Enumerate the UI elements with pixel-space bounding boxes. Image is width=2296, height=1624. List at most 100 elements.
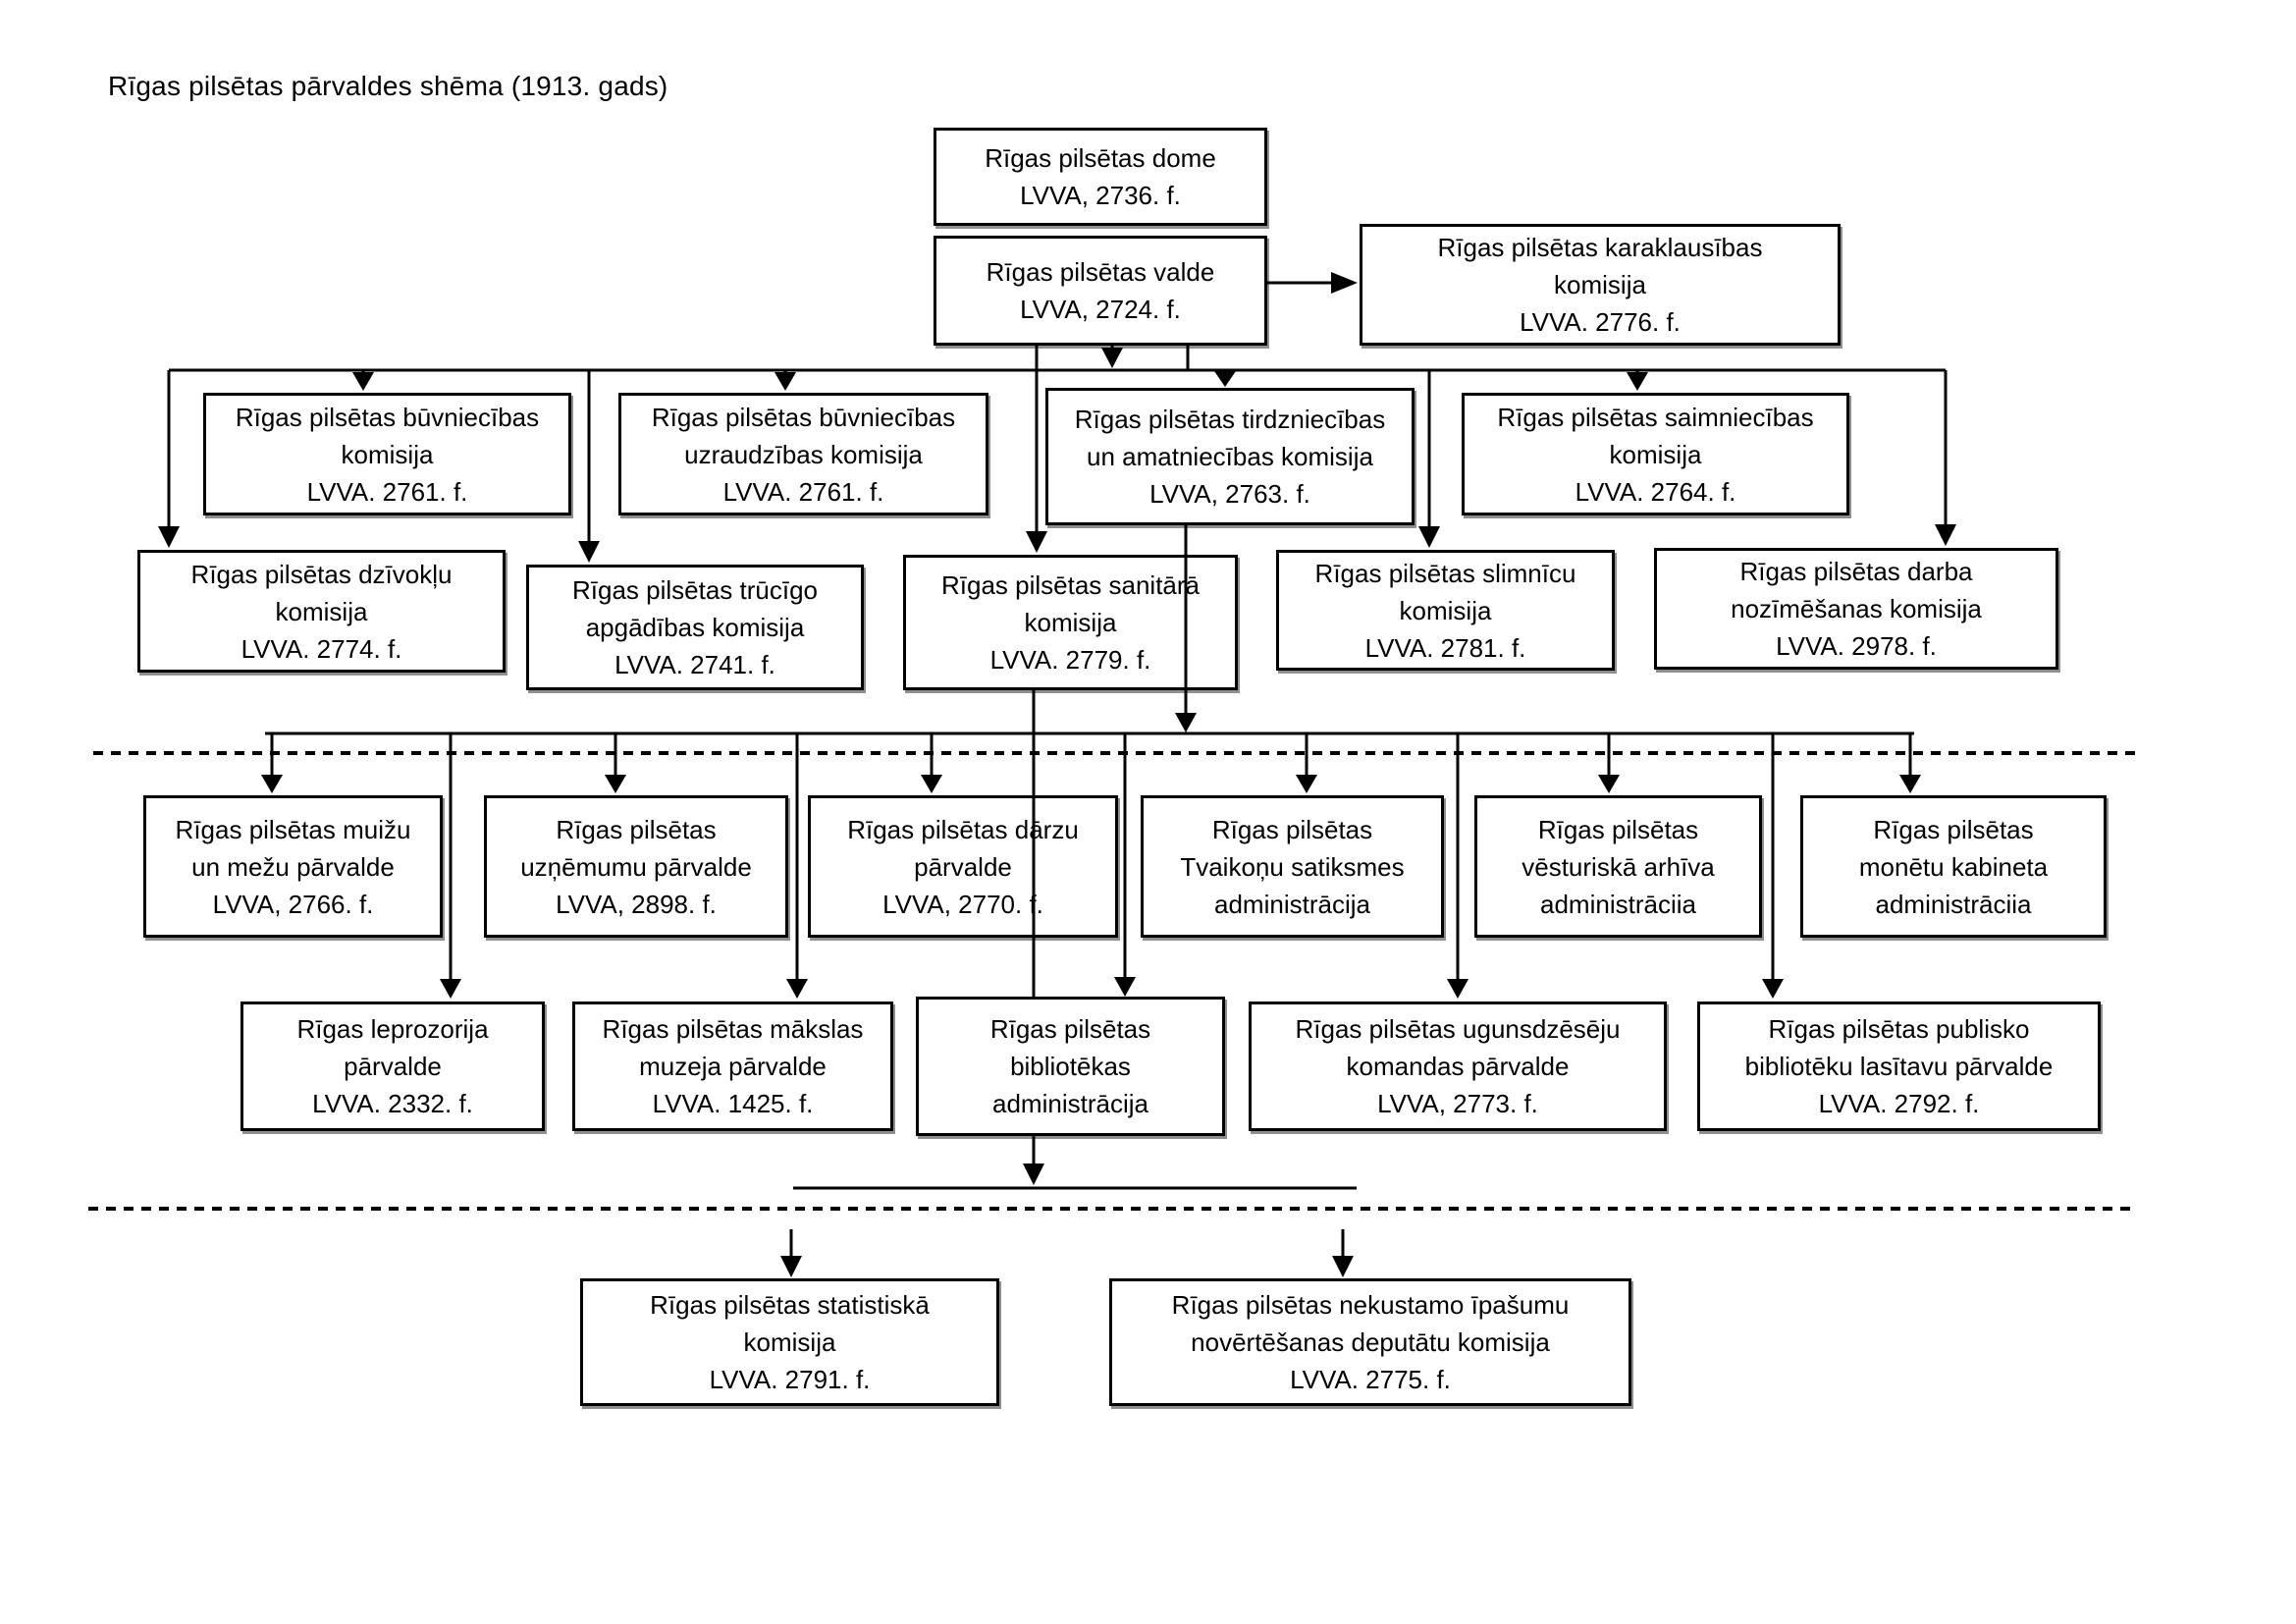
node-slimnicu: Rīgas pilsētas slimnīcu komisija LVVA. 2… [1276,550,1615,671]
node-vesturiska: Rīgas pilsētas vēsturiskā arhīva adminis… [1474,795,1762,938]
connector-hline1-to-trucigo [578,370,600,563]
node-uznemumu: Rīgas pilsētas uzņēmumu pārvalde LVVA, 2… [484,795,788,938]
node-statistiska-line1: Rīgas pilsētas statistiskā [650,1290,930,1320]
node-dome: Rīgas pilsētas dome LVVA, 2736. f. [934,128,1267,226]
node-vesturiska-line1: Rīgas pilsētas [1537,814,1699,844]
node-ugunsdzeseju-line2: komandas pārvalde [1346,1052,1570,1081]
node-buvniecibas: Rīgas pilsētas būvniecības komisija LVVA… [203,393,571,515]
connector-hline2-to-publisko [1762,733,1784,999]
connector-valde-to-sanitara [1026,346,1047,553]
node-sanitara: Rīgas pilsētas sanitārā komisija LVVA. 2… [903,555,1238,690]
node-valde-line2: LVVA, 2724. f. [1020,295,1181,324]
node-darzu-line2: pārvalde [914,851,1012,882]
node-tvaikonu: Rīgas pilsētas Tvaikoņu satiksmes admini… [1141,795,1444,938]
node-ugunsdzeseju: Rīgas pilsētas ugunsdzēsēju komandas pār… [1249,1001,1667,1131]
node-trucigo-line2: apgādības komisija [585,613,805,642]
node-ugunsdzeseju-line1: Rīgas pilsētas ugunsdzēsēju [1295,1014,1621,1044]
node-dome-line1: Rīgas pilsētas dome [985,143,1216,173]
node-trucigo: Rīgas pilsētas trūcīgo apgādības komisij… [526,565,864,690]
node-darzu-line3: LVVA, 2770. f. [882,889,1043,919]
node-karaklausibas-line3: LVVA. 2776. f. [1520,307,1681,337]
connector-hline2-to-muizu [261,733,283,793]
node-tvaikonu-line2: Tvaikoņu satiksmes [1180,851,1405,882]
node-dome-line2: LVVA, 2736. f. [1020,181,1181,210]
node-uzraudzibas-line2: uzraudzības komisija [684,439,923,469]
node-uznemumu-line3: LVVA, 2898. f. [556,889,717,919]
node-makslas: Rīgas pilsētas mākslas muzeja pārvalde L… [572,1001,893,1131]
node-monetu-line1: Rīgas pilsētas [1873,814,2034,844]
node-sanitara-line2: komisija [1024,608,1117,637]
node-bibliotekas-line2: bibliotēkas [1010,1052,1131,1081]
node-uzraudzibas-line3: LVVA. 2761. f. [722,476,884,507]
connector-bibliotekas-down [1023,1136,1044,1185]
node-makslas-line2: muzeja pārvalde [639,1052,827,1081]
node-publisko-line2: bibliotēku lasītavu pārvalde [1744,1052,2054,1081]
node-trucigo-line3: LVVA. 2741. f. [614,650,775,679]
node-darba-line2: nozīmēšanas komisija [1731,594,1982,623]
connector-valde-to-hline1-arrow [1101,346,1123,368]
node-darba-line1: Rīgas pilsētas darba [1739,557,1973,586]
node-valde: Rīgas pilsētas valde LVVA, 2724. f. [934,236,1267,346]
node-saimniecibas-line3: LVVA. 2764. f. [1575,476,1736,507]
node-monetu-line2: monētu kabineta [1858,851,2049,882]
node-uzraudzibas-line1: Rīgas pilsētas būvniecības [651,402,956,432]
connector-hline1-to-uzraudzibas [774,370,796,391]
node-dzivoklu-line3: LVVA. 2774. f. [240,633,402,664]
node-publisko-line1: Rīgas pilsētas publisko [1768,1014,2030,1044]
node-saimniecibas: Rīgas pilsētas saimniecības komisija LVV… [1462,393,1849,515]
node-tvaikonu-line3: administrācija [1214,889,1370,919]
node-darzu: Rīgas pilsētas dārzu pārvalde LVVA, 2770… [808,795,1118,938]
node-leprozorija: Rīgas leprozorija pārvalde LVVA. 2332. f… [240,1001,545,1131]
connector-hline1-to-dzivoklu [158,370,180,548]
node-buvniecibas-line1: Rīgas pilsētas būvniecības [235,402,540,432]
node-nekustamo-line3: LVVA. 2775. f. [1290,1365,1451,1394]
node-leprozorija-line3: LVVA. 2332. f. [312,1089,473,1118]
connector-hline2-to-vesturiska [1598,733,1620,793]
node-karaklausibas-line1: Rīgas pilsētas karaklausības [1437,233,1763,262]
node-publisko: Rīgas pilsētas publisko bibliotēku lasīt… [1697,1001,2101,1131]
node-muizu-line2: un mežu pārvalde [191,851,395,882]
connector-hline1-to-buvniecibas [352,370,374,391]
connector-hline1-to-tirdzniecibas [1214,370,1236,387]
node-nekustamo-line2: novērtēšanas deputātu komisija [1191,1327,1550,1357]
connector-valde-to-karaklausibas [1267,272,1358,294]
node-nekustamo: Rīgas pilsētas nekustamo īpašumu novērtē… [1109,1278,1631,1406]
node-statistiska: Rīgas pilsētas statistiskā komisija LVVA… [580,1278,999,1406]
node-saimniecibas-line2: komisija [1609,439,1702,469]
node-makslas-line3: LVVA. 1425. f. [652,1089,814,1118]
node-tvaikonu-line1: Rīgas pilsētas [1211,814,1373,844]
connector-to-statistiska [780,1229,802,1277]
node-vesturiska-line2: vēsturiskā arhīva [1522,851,1715,882]
node-leprozorija-line1: Rīgas leprozorija [296,1014,489,1044]
node-slimnicu-line2: komisija [1399,595,1492,625]
node-karaklausibas-line2: komisija [1554,270,1646,299]
connector-hline2-to-tvaikonu [1296,733,1317,793]
node-makslas-line1: Rīgas pilsētas mākslas [602,1014,864,1044]
page-title: Rīgas pilsētas pārvaldes shēma (1913. ga… [108,71,668,101]
node-publisko-line3: LVVA. 2792. f. [1818,1089,1980,1118]
node-buvniecibas-line2: komisija [341,439,434,469]
node-slimnicu-line1: Rīgas pilsētas slimnīcu [1314,558,1576,588]
node-monetu: Rīgas pilsētas monētu kabineta administr… [1800,795,2107,938]
node-tirdzniecibas-line2: un amatniecības komisija [1087,442,1373,471]
node-tirdzniecibas: Rīgas pilsētas tirdzniecības un amatniec… [1045,388,1415,525]
node-monetu-line3: administrāciia [1875,889,2032,919]
connector-hline2-to-makslas [786,733,808,999]
node-karaklausibas: Rīgas pilsētas karaklausības komisija LV… [1360,224,1841,346]
node-dzivoklu-line1: Rīgas pilsētas dzīvokļu [190,559,453,589]
node-sanitara-line1: Rīgas pilsētas sanitārā [940,570,1201,600]
node-tirdzniecibas-line3: LVVA, 2763. f. [1149,479,1310,509]
node-bibliotekas-line1: Rīgas pilsētas [989,1014,1151,1044]
node-dzivoklu: Rīgas pilsētas dzīvokļu komisija LVVA. 2… [137,550,506,673]
node-leprozorija-line2: pārvalde [344,1052,442,1081]
node-saimniecibas-line1: Rīgas pilsētas saimniecības [1497,402,1814,432]
node-darzu-line1: Rīgas pilsētas dārzu [847,814,1079,844]
node-dzivoklu-line2: komisija [275,596,368,626]
node-muizu-line1: Rīgas pilsētas muižu [175,814,411,844]
node-ugunsdzeseju-line3: LVVA, 2773. f. [1377,1089,1538,1118]
node-statistiska-line3: LVVA. 2791. f. [709,1365,871,1394]
node-uznemumu-line2: uzņēmumu pārvalde [520,851,752,882]
node-darba: Rīgas pilsētas darba nozīmēšanas komisij… [1654,548,2058,670]
node-uznemumu-line1: Rīgas pilsētas [556,814,717,844]
